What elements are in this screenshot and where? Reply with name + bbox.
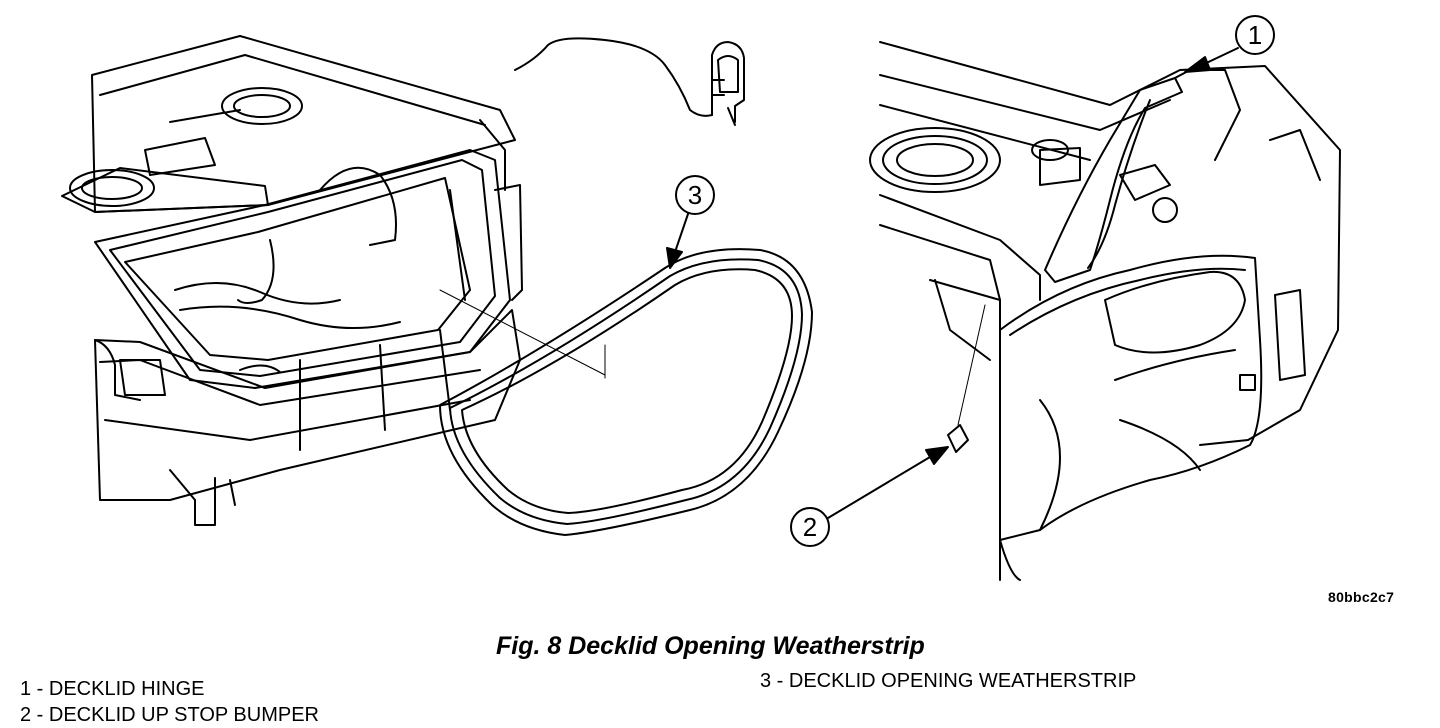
- legend-left: 1 - DECKLID HINGE 2 - DECKLID UP STOP BU…: [20, 676, 319, 728]
- callout-1-number: 1: [1248, 20, 1262, 50]
- decklid-diagram: 1 2 3: [61, 15, 1341, 581]
- hinge-and-quarter-panel: [869, 41, 1341, 581]
- callout-2: 2: [790, 446, 949, 547]
- legend-item-decklid-hinge: 1 - DECKLID HINGE: [20, 678, 205, 700]
- callout-3: 3: [666, 175, 715, 269]
- figure-caption: Fig. 8 Decklid Opening Weatherstrip: [496, 632, 925, 660]
- weatherstrip-loop: [439, 248, 813, 536]
- legend-right: 3 - DECKLID OPENING WEATHERSTRIP: [760, 668, 1136, 694]
- figure-code: 80bbc2c7: [1328, 589, 1395, 605]
- callout-2-number: 2: [803, 512, 817, 542]
- legend-item-opening-weatherstrip: 3 - DECKLID OPENING WEATHERSTRIP: [760, 670, 1137, 692]
- callout-1: 1: [1184, 15, 1275, 73]
- trunk-body-left: [61, 35, 523, 526]
- callout-3-number: 3: [688, 180, 702, 210]
- legend-item-up-stop-bumper: 2 - DECKLID UP STOP BUMPER: [20, 704, 319, 726]
- weatherstrip-clip-detail: [514, 37, 745, 126]
